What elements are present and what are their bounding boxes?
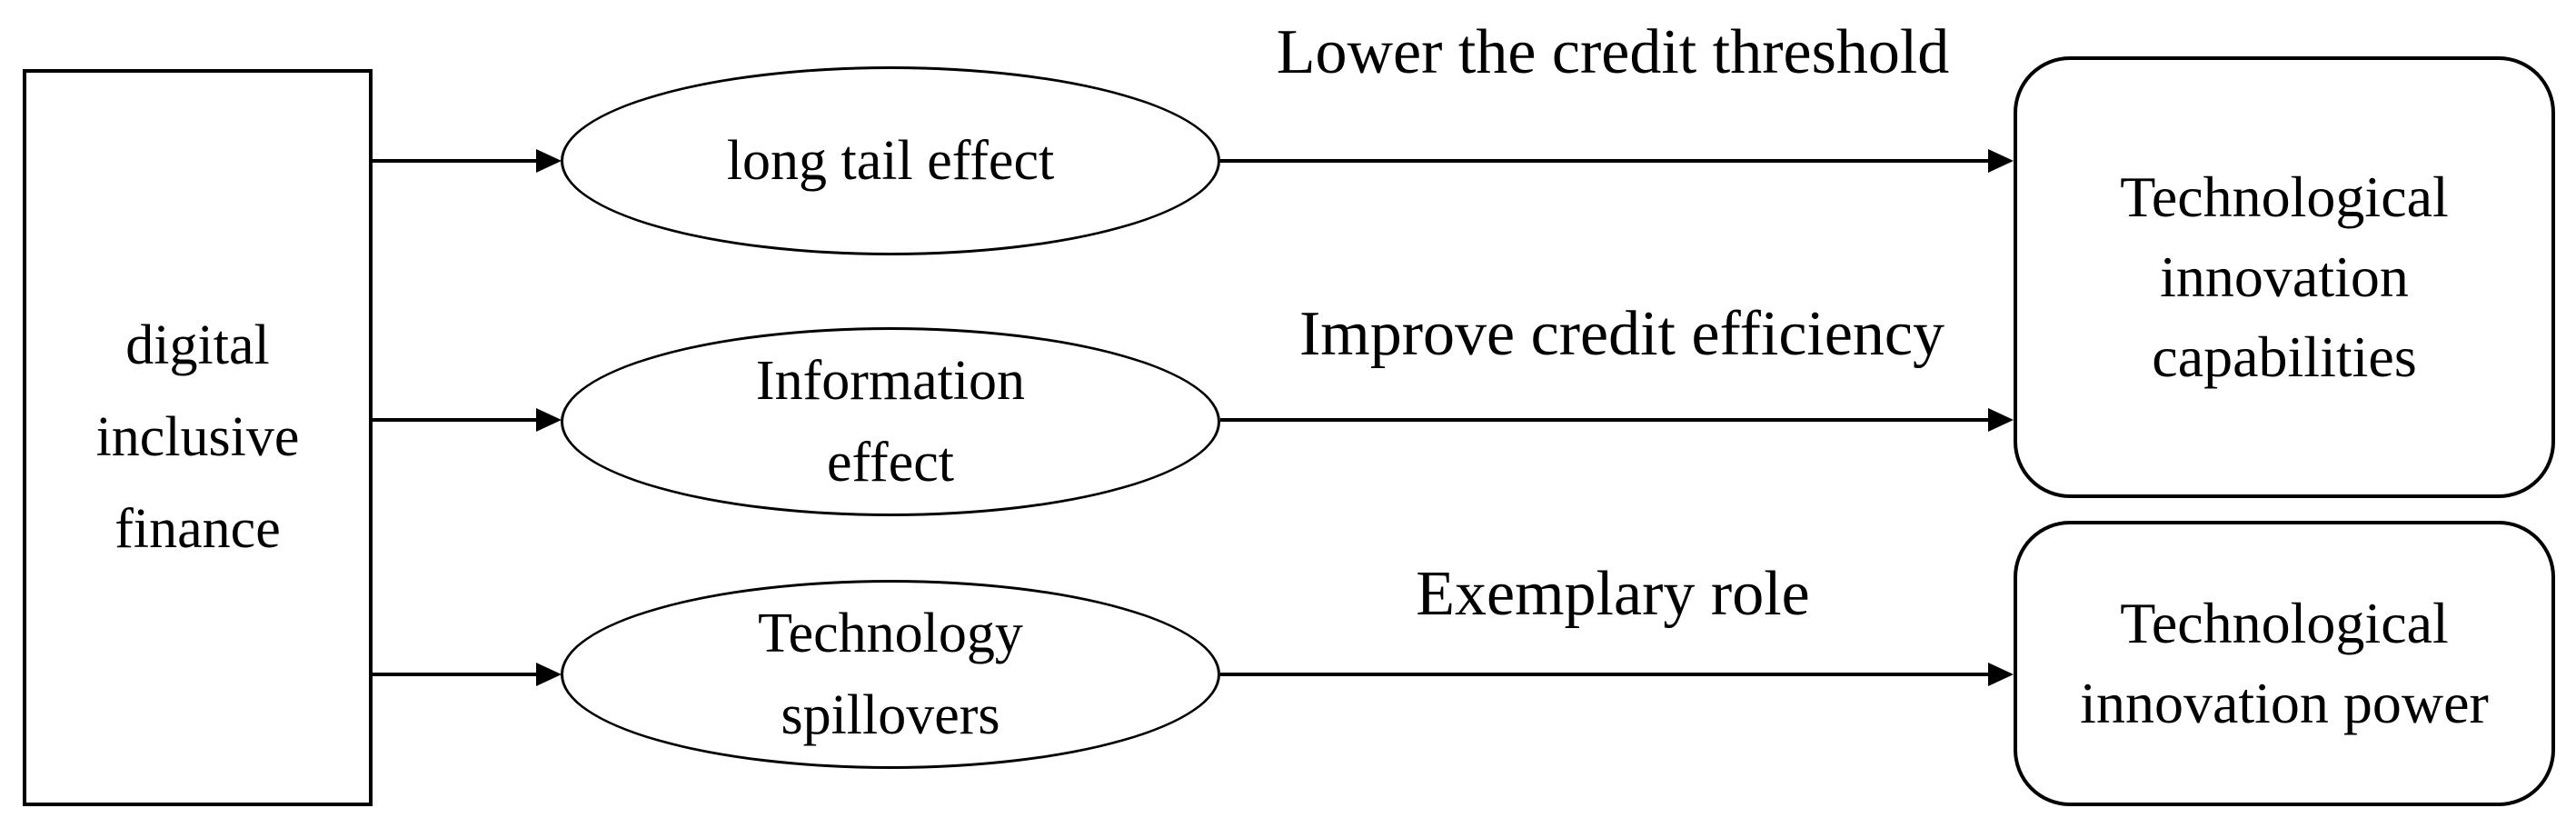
source-node-digital-inclusive-finance: digital inclusive finance [23, 69, 373, 806]
arrowhead-icon [1988, 663, 2014, 686]
outcome-node-technological-innovation-capabilities: Technological innovation capabilities [2014, 56, 2555, 498]
mediator-label-line: long tail effect [726, 130, 1055, 192]
mediator-label-line: spillovers [781, 684, 1000, 746]
mediator-label-line: Information [755, 350, 1026, 412]
source-label-line: digital [125, 314, 270, 376]
arrow-spillovers-to-power [1220, 673, 1991, 676]
arrow-source-to-long-tail [373, 159, 541, 163]
mediator-label-line: Technology [758, 603, 1023, 664]
outcome-label-line: Technological [2120, 591, 2449, 655]
arrowhead-icon [536, 149, 562, 173]
arrow-long-tail-to-capabilities [1220, 159, 1991, 163]
edge-label-improve-credit-efficiency: Improve credit efficiency [1298, 299, 1944, 369]
source-label-line: finance [114, 498, 281, 560]
mediator-node-information-effect: Information effect [561, 327, 1220, 516]
arrow-information-to-capabilities [1220, 418, 1991, 422]
edge-label-lower-credit-threshold: Lower the credit threshold [1276, 17, 1950, 87]
mediator-label-line: effect [827, 432, 954, 494]
arrowhead-icon [1988, 149, 2014, 173]
outcome-label-line: innovation [2160, 244, 2409, 309]
edge-label-exemplary-role: Exemplary role [1416, 559, 1810, 629]
outcome-node-technological-innovation-power: Technological innovation power [2014, 521, 2555, 806]
mediator-node-technology-spillovers: Technology spillovers [561, 580, 1220, 769]
arrowhead-icon [536, 663, 562, 686]
outcome-label-line: capabilities [2152, 324, 2417, 389]
arrow-source-to-information [373, 418, 541, 422]
mediator-node-long-tail-effect: long tail effect [561, 66, 1220, 255]
outcome-label-line: innovation power [2080, 671, 2489, 735]
source-label-line: inclusive [95, 406, 300, 468]
arrowhead-icon [536, 408, 562, 432]
arrow-source-to-spillovers [373, 673, 541, 676]
outcome-label-line: Technological [2120, 165, 2449, 229]
arrowhead-icon [1988, 408, 2014, 432]
